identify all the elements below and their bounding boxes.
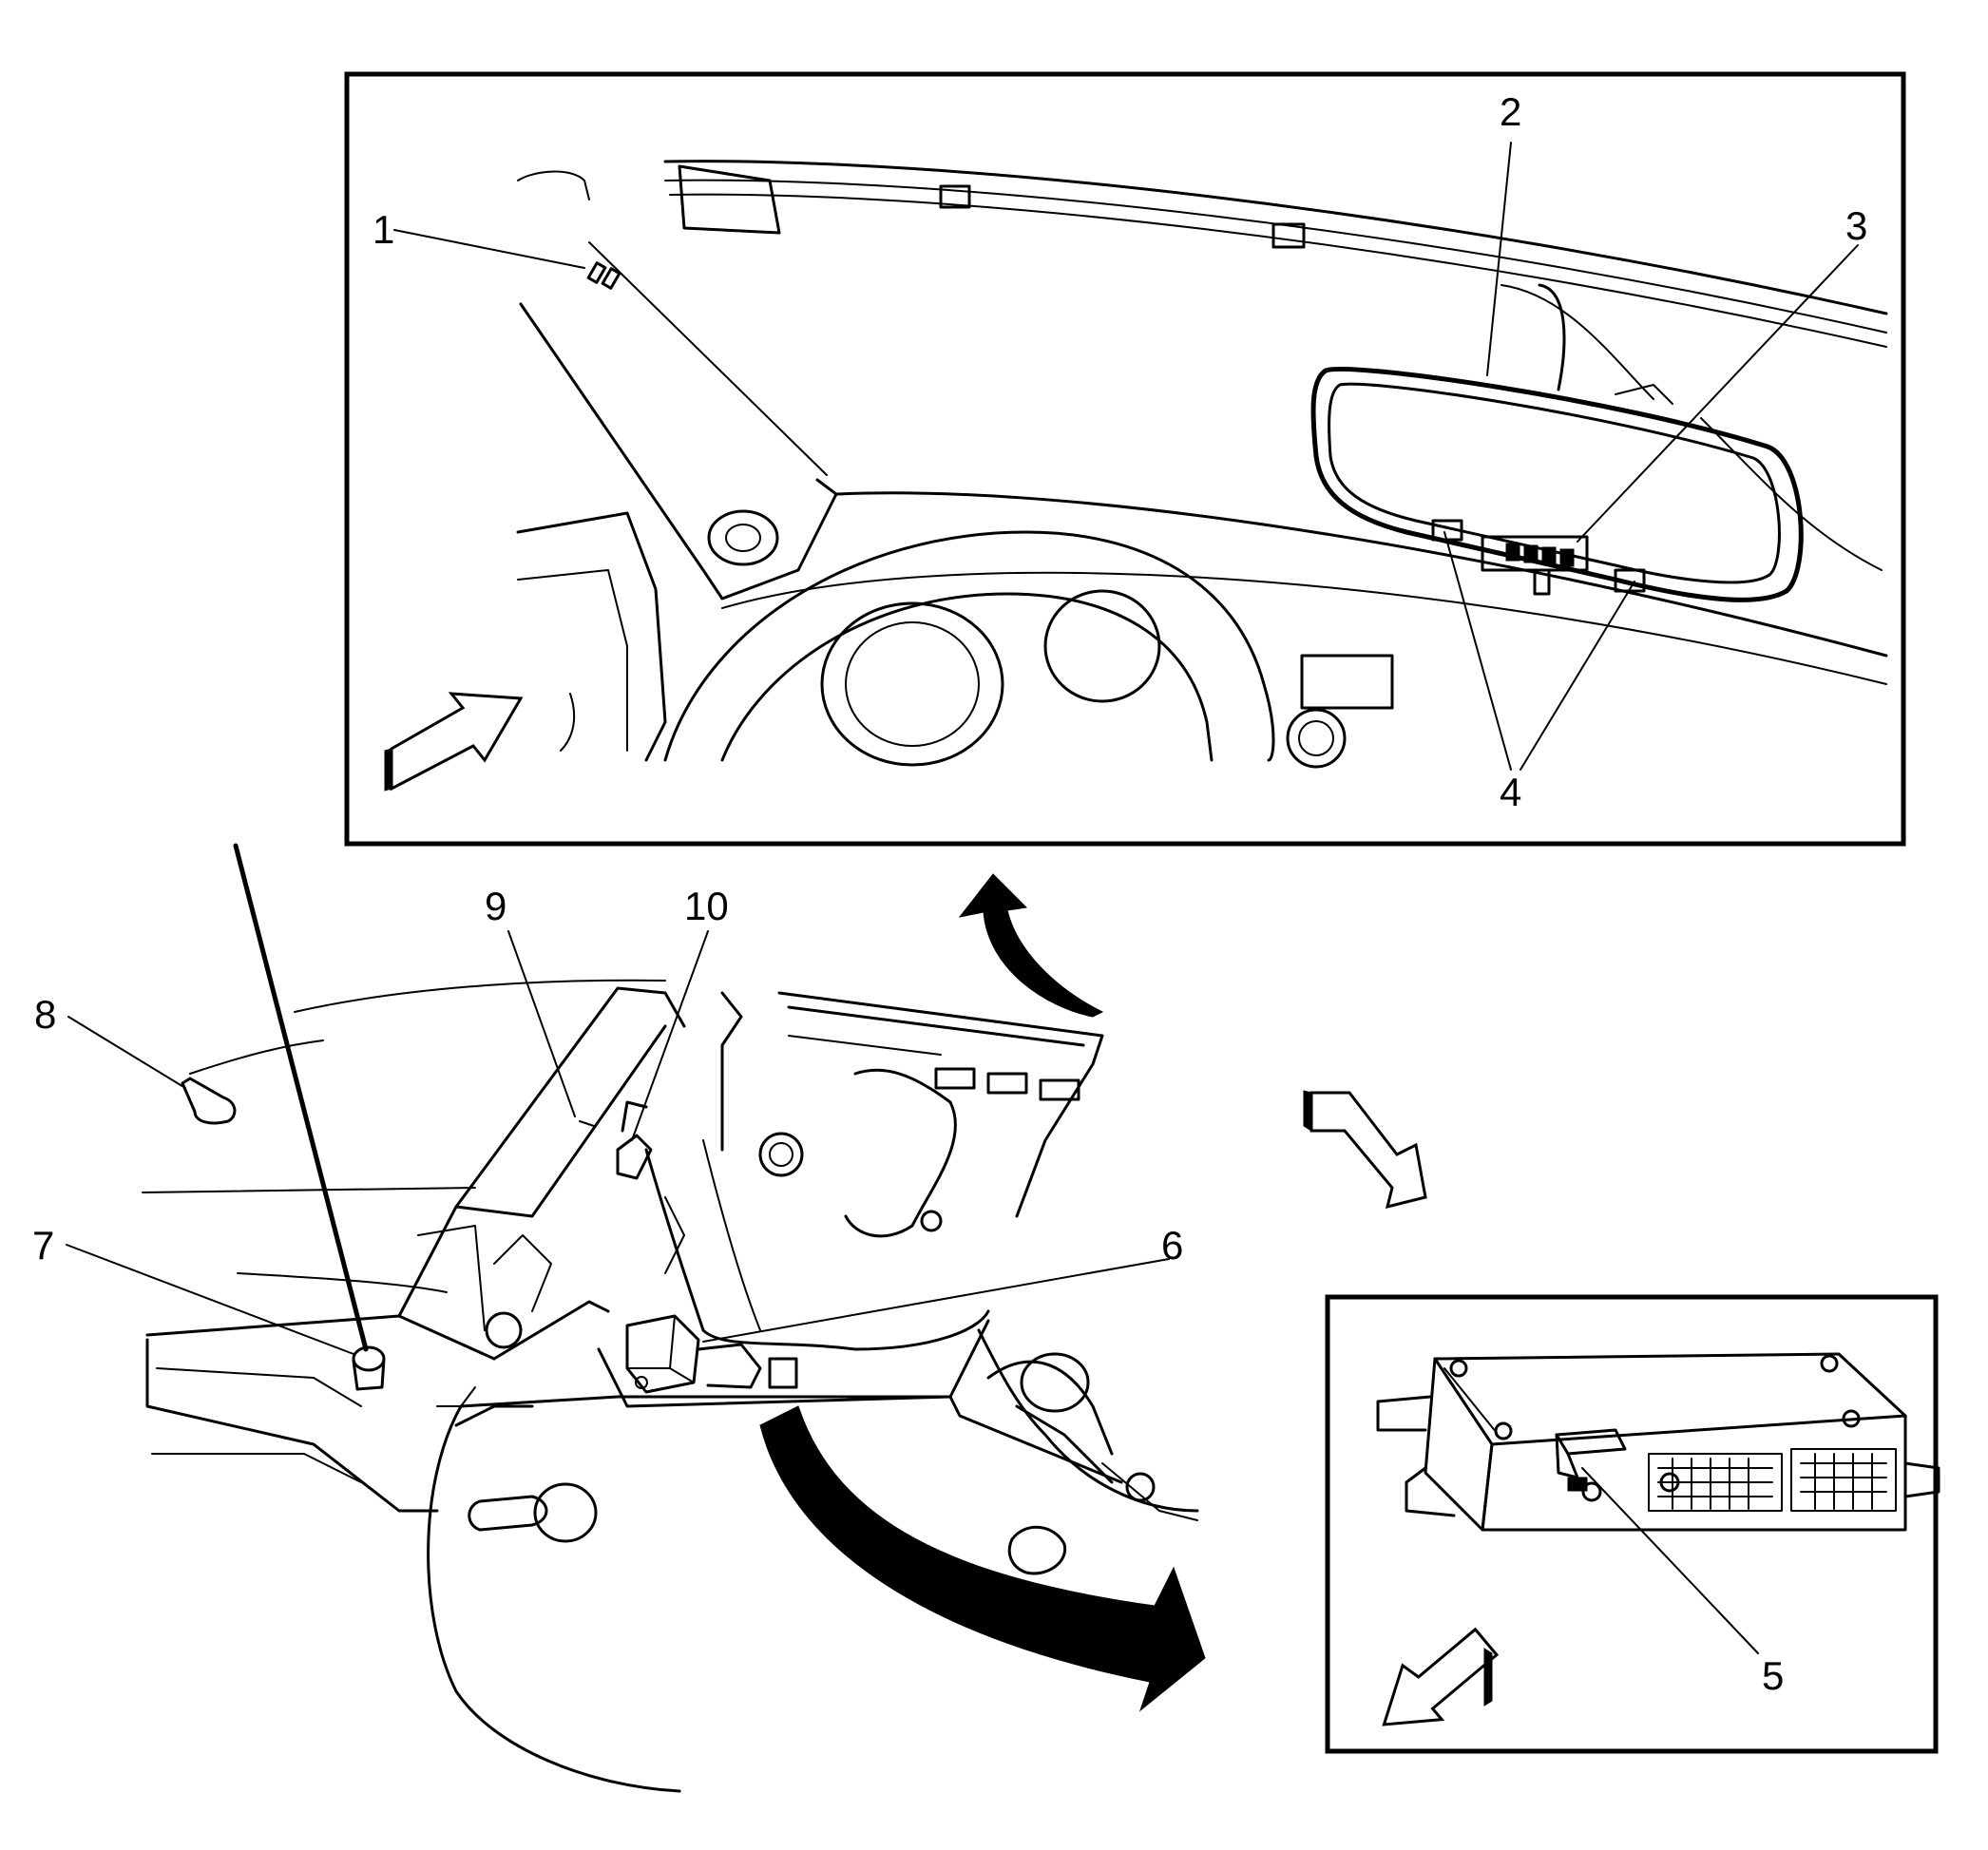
- a-pillar: [519, 302, 838, 601]
- steering-wheel: [663, 530, 1275, 762]
- sweep-arrow-icon: [759, 1405, 1206, 1712]
- view-arrow-icon: [390, 692, 524, 791]
- gauge-left: [820, 601, 1004, 767]
- callout-5: 5: [1762, 1653, 1784, 1698]
- callout-4: 4: [1500, 770, 1521, 814]
- pillar-speaker: [707, 509, 779, 566]
- inside-rearview-mirror: [1310, 366, 1804, 602]
- callout-10: 10: [684, 884, 729, 928]
- callout-7: 7: [32, 1223, 54, 1268]
- view-arrow-right-icon: [1309, 1091, 1427, 1210]
- view-arrow-module-icon: [1382, 1627, 1500, 1726]
- callout-9: 9: [485, 884, 507, 928]
- antenna-module: [625, 1314, 798, 1394]
- wiring-harness: [644, 1148, 990, 1351]
- retainer-clips: [586, 261, 621, 290]
- connector-pins: [1648, 1448, 1897, 1512]
- callout-6: 6: [1161, 1223, 1183, 1268]
- mirror-inset: [344, 71, 1906, 847]
- rotate-arrow-up-icon: [958, 873, 1104, 1018]
- callout-8: 8: [34, 992, 56, 1037]
- roof-edge: [663, 160, 1888, 315]
- mirror-inset-frame: [344, 71, 1906, 847]
- vehicle-body-view: [66, 843, 1427, 1793]
- roof-antenna-base: [181, 1077, 237, 1125]
- door-edge: [427, 1404, 681, 1793]
- callout-1: 1: [373, 207, 394, 252]
- module-inset: [1325, 1294, 1940, 1754]
- callout-3: 3: [1845, 203, 1867, 248]
- gauge-right: [1043, 589, 1161, 703]
- callout-2: 2: [1500, 89, 1521, 134]
- antenna-mast: [233, 843, 369, 1352]
- module-inset-frame: [1325, 1294, 1939, 1754]
- electronic-control-module: [1376, 1352, 1940, 1532]
